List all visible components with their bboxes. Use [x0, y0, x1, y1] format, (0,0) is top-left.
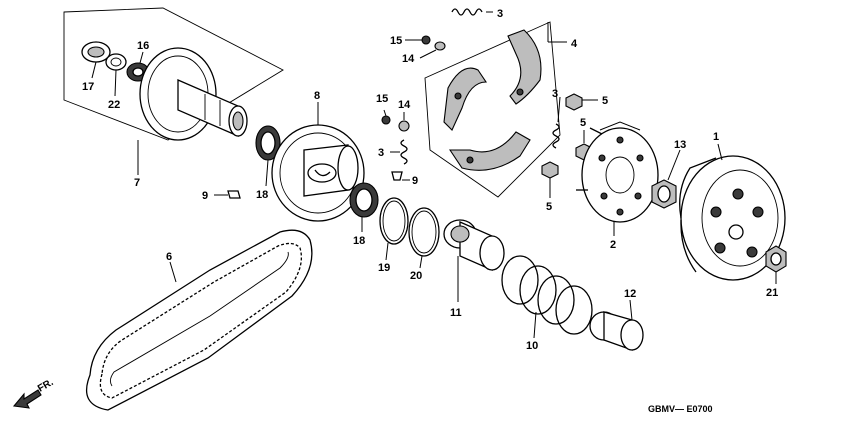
callout-19: 19: [378, 262, 390, 274]
drive-face-boss-7: [139, 47, 248, 141]
callout-3-top: 3: [497, 8, 503, 20]
spring-3-right: [552, 123, 560, 149]
collar-14-top: [434, 41, 446, 51]
callout-16: 16: [137, 40, 149, 52]
callout-13: 13: [674, 139, 686, 151]
callout-5-mid: 5: [580, 117, 586, 129]
nut-5c: [541, 161, 559, 179]
callout-9-left: 9: [202, 190, 208, 202]
callout-14-mid: 14: [398, 99, 411, 111]
callout-18-left: 18: [256, 189, 268, 201]
drive-belt-6: [85, 229, 313, 411]
callout-5-bottom: 5: [546, 201, 552, 213]
nut-5a: [565, 93, 583, 111]
callout-3-right: 3: [552, 88, 558, 100]
clutch-outer-1: [679, 155, 786, 281]
bolt-9a: [227, 190, 241, 199]
callout-7: 7: [134, 177, 140, 189]
spring-3-mid: [400, 139, 408, 165]
clutch-weight-shoes-4: [443, 29, 542, 171]
front-direction-label: FR.: [36, 377, 56, 395]
oil-seal-18b: [349, 182, 379, 218]
drive-plate-2: [576, 121, 659, 223]
callout-4: 4: [571, 38, 578, 50]
driven-face-spring-10: [501, 255, 593, 335]
callout-15-mid: 15: [376, 93, 388, 105]
callout-8: 8: [314, 90, 320, 102]
callout-6: 6: [166, 251, 172, 263]
front-direction-arrow: [12, 389, 42, 409]
callout-9-mid: 9: [412, 175, 418, 187]
needle-bearing-17: [81, 41, 111, 63]
callout-14-top: 14: [402, 53, 415, 65]
callout-labels: 1 2 3 3 3 4 5 5 5 6 7 8 9 9 10 11 12 13 …: [82, 8, 778, 352]
spring-3-top: [451, 8, 483, 16]
washer-15-top: [421, 35, 431, 45]
pin-9b: [391, 171, 403, 181]
oil-seal-22: [105, 53, 127, 71]
callout-17: 17: [82, 81, 94, 93]
o-ring-20: [408, 207, 440, 257]
nut-13: [651, 179, 677, 209]
callout-18-right: 18: [353, 235, 365, 247]
callout-21: 21: [766, 287, 778, 299]
washer-15-mid: [381, 115, 391, 125]
callout-22: 22: [108, 99, 120, 111]
seal-collar-11: [443, 219, 505, 271]
nut-21: [765, 245, 787, 273]
clutch-shoe-group-frame: [424, 21, 561, 198]
collar-12: [589, 311, 644, 351]
leader-lines: [91, 11, 777, 339]
driven-face-8: [271, 124, 365, 222]
diagram-code: GBMV— E0700: [648, 404, 713, 414]
callout-11: 11: [450, 307, 462, 319]
collar-14-mid: [398, 120, 410, 132]
callout-1: 1: [713, 131, 719, 143]
callout-15-top: 15: [390, 35, 402, 47]
callout-5-top: 5: [602, 95, 608, 107]
callout-3-mid: 3: [378, 147, 384, 159]
callout-12: 12: [624, 288, 636, 300]
o-ring-19: [379, 197, 409, 245]
callout-20: 20: [410, 270, 422, 282]
callout-2: 2: [610, 239, 616, 251]
callout-10: 10: [526, 340, 538, 352]
